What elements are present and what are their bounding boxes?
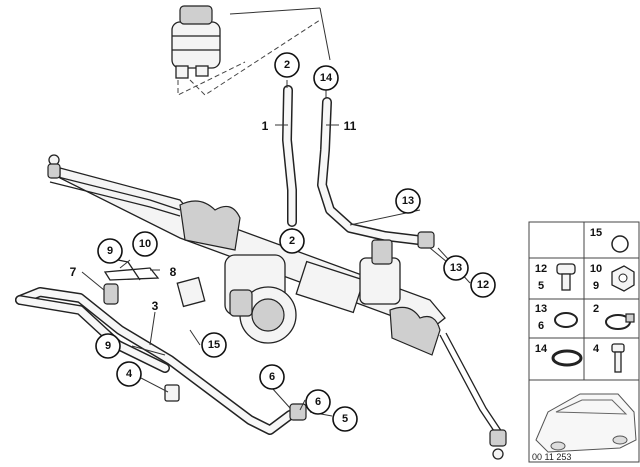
pressure-hose-3 bbox=[15, 287, 307, 435]
svg-text:4: 4 bbox=[126, 368, 133, 380]
right-tie-rod bbox=[439, 332, 507, 460]
svg-text:10: 10 bbox=[139, 238, 151, 250]
legend-12-label: 12 bbox=[535, 263, 547, 275]
svg-text:2: 2 bbox=[284, 59, 290, 71]
callout-13-top: 13 bbox=[395, 188, 421, 214]
legend-5-label: 5 bbox=[538, 280, 544, 292]
label-hose-11: 11 bbox=[344, 119, 357, 133]
seal-ring-icon bbox=[554, 312, 578, 328]
legend-6-label: 6 bbox=[538, 320, 544, 332]
svg-text:9: 9 bbox=[105, 340, 111, 352]
svg-text:14: 14 bbox=[320, 72, 333, 84]
power-steering-pump bbox=[176, 254, 297, 344]
callout-13-right: 13 bbox=[443, 255, 469, 281]
nut-icon bbox=[611, 265, 635, 292]
legend-4-label: 4 bbox=[593, 343, 600, 355]
vehicle-silhouette-icon bbox=[535, 393, 637, 453]
return-hose-1 bbox=[282, 85, 297, 227]
banjo-bolt-icon bbox=[556, 263, 576, 291]
bolt-7 bbox=[103, 283, 119, 305]
legend-15-label: 15 bbox=[590, 227, 602, 239]
callout-15: 15 bbox=[201, 332, 227, 358]
svg-text:12: 12 bbox=[477, 279, 489, 291]
svg-text:6: 6 bbox=[315, 396, 321, 408]
fluid-reservoir bbox=[171, 5, 221, 79]
legend-13-label: 13 bbox=[535, 303, 547, 315]
reservoir-leader-lines bbox=[177, 7, 331, 96]
callout-9-top: 9 bbox=[97, 238, 123, 264]
label-bolt-7: 7 bbox=[70, 265, 77, 279]
callout-5: 5 bbox=[332, 406, 358, 432]
o-ring-15-icon bbox=[611, 235, 629, 253]
callout-4: 4 bbox=[116, 361, 142, 387]
callout-9-bottom: 9 bbox=[95, 333, 121, 359]
svg-text:13: 13 bbox=[402, 195, 414, 207]
legend-10-label: 10 bbox=[590, 263, 602, 275]
legend-9-label: 9 bbox=[593, 280, 599, 292]
diagram-reference-number: 00 11 253 bbox=[532, 452, 571, 462]
svg-text:15: 15 bbox=[208, 339, 220, 351]
label-bracket-8: 8 bbox=[170, 265, 177, 279]
band-clamp-icon bbox=[551, 349, 583, 367]
svg-text:2: 2 bbox=[289, 235, 295, 247]
label-hose-1: 1 bbox=[262, 119, 269, 133]
screw-icon bbox=[611, 343, 625, 373]
svg-text:6: 6 bbox=[269, 371, 275, 383]
hose-clamp-icon bbox=[605, 313, 635, 330]
callout-6-b: 6 bbox=[305, 389, 331, 415]
hose-11-fitting bbox=[417, 231, 435, 249]
feed-hose-11 bbox=[317, 97, 423, 245]
svg-text:9: 9 bbox=[107, 245, 113, 257]
svg-text:5: 5 bbox=[342, 413, 348, 425]
callout-14: 14 bbox=[313, 65, 339, 91]
label-hose-3: 3 bbox=[152, 299, 159, 313]
left-tie-rod bbox=[47, 154, 181, 217]
legend-2-label: 2 bbox=[593, 303, 599, 315]
callout-2-mid: 2 bbox=[279, 228, 305, 254]
parts-legend-grid: 15 12 5 10 9 13 6 2 14 4 bbox=[528, 221, 640, 463]
callout-12: 12 bbox=[470, 272, 496, 298]
callout-6-a: 6 bbox=[259, 364, 285, 390]
callout-2-top: 2 bbox=[274, 52, 300, 78]
svg-text:13: 13 bbox=[450, 262, 462, 274]
legend-14-label: 14 bbox=[535, 343, 548, 355]
callout-10: 10 bbox=[132, 231, 158, 257]
